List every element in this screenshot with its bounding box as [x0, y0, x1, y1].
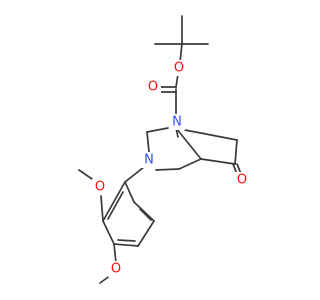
- chemical-structure-diagram: O O N N O O O: [78, 15, 250, 284]
- atom-labels: O O N N O O O: [92, 60, 250, 277]
- bond: [234, 139, 238, 165]
- label-background: [92, 179, 108, 195]
- ester-carbonyl-oxygen: O: [148, 80, 158, 95]
- bond: [78, 169, 93, 180]
- carbamate-group: [160, 73, 179, 116]
- dimethoxyphenyl-ring: [102, 181, 155, 247]
- bond: [146, 131, 150, 153]
- label-background: [108, 261, 124, 277]
- methoxy-group-top: [78, 169, 104, 222]
- bridge-nitrogen: N: [172, 115, 182, 130]
- bond: [113, 243, 139, 247]
- label-background: [145, 80, 161, 96]
- bond: [178, 158, 202, 170]
- bond: [137, 220, 155, 247]
- bond: [102, 220, 115, 245]
- bond: [107, 191, 124, 220]
- bond: [184, 129, 238, 141]
- methoxy-oxygen-bottom: O: [111, 262, 121, 277]
- label-background: [169, 114, 185, 130]
- bond: [155, 168, 180, 171]
- methoxy-oxygen-top: O: [95, 180, 105, 195]
- bond: [124, 166, 145, 183]
- ring-nitrogen: N: [144, 153, 154, 168]
- ester-ether-oxygen: O: [174, 61, 184, 76]
- bicyclic-core: [146, 127, 238, 171]
- bond: [200, 158, 236, 165]
- ketone-oxygen: O: [237, 173, 247, 188]
- bond: [175, 73, 179, 88]
- tert-butyl-group: [154, 15, 209, 63]
- label-background: [234, 172, 250, 188]
- bond: [146, 127, 169, 133]
- bond: [117, 239, 136, 242]
- bond: [124, 181, 135, 203]
- bond: [102, 181, 126, 222]
- bond: [113, 243, 117, 264]
- bond: [175, 127, 202, 160]
- label-background: [171, 60, 187, 76]
- label-background: [141, 152, 157, 168]
- bond: [133, 201, 155, 222]
- bond: [139, 208, 152, 221]
- bond: [100, 195, 104, 222]
- bond: [179, 43, 183, 63]
